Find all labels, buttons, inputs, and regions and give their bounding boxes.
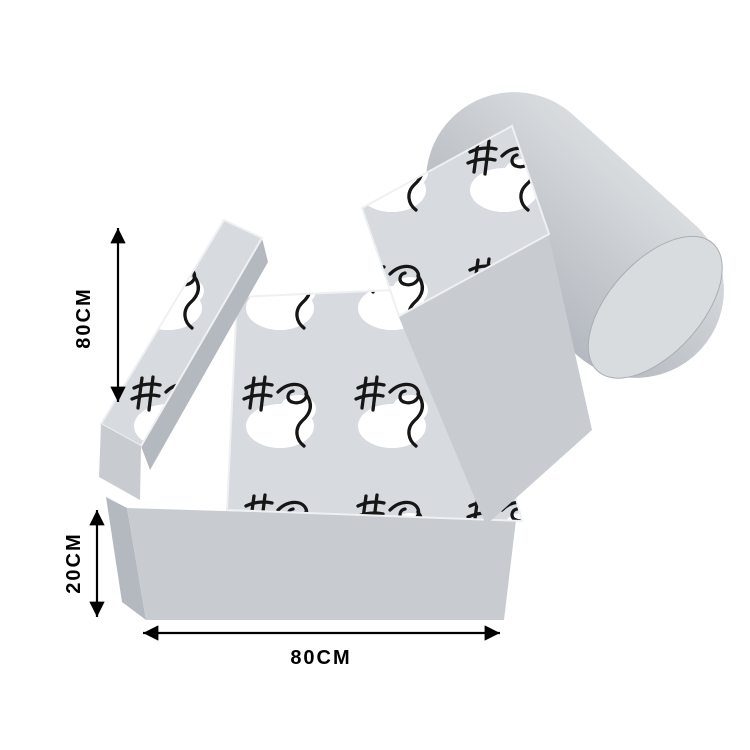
backrest-front-face	[360, 124, 551, 318]
dimension-side-length: 80CM	[73, 228, 126, 402]
dimension-label-side-length: 80CM	[73, 287, 95, 348]
backrest-side-face	[398, 232, 592, 525]
armrest-top-face	[99, 218, 264, 448]
armrest-inner-face	[141, 238, 268, 470]
dimension-base-height: 20CM	[63, 510, 105, 617]
base-front-face	[127, 508, 516, 620]
dimension-width: 80CM	[143, 625, 500, 669]
bolster-end-cap	[587, 235, 723, 379]
armrest-front-face	[99, 424, 141, 500]
base-left-face	[106, 497, 146, 620]
dimension-label-width: 80CM	[290, 647, 351, 669]
dimension-label-base-height: 20CM	[63, 532, 85, 593]
